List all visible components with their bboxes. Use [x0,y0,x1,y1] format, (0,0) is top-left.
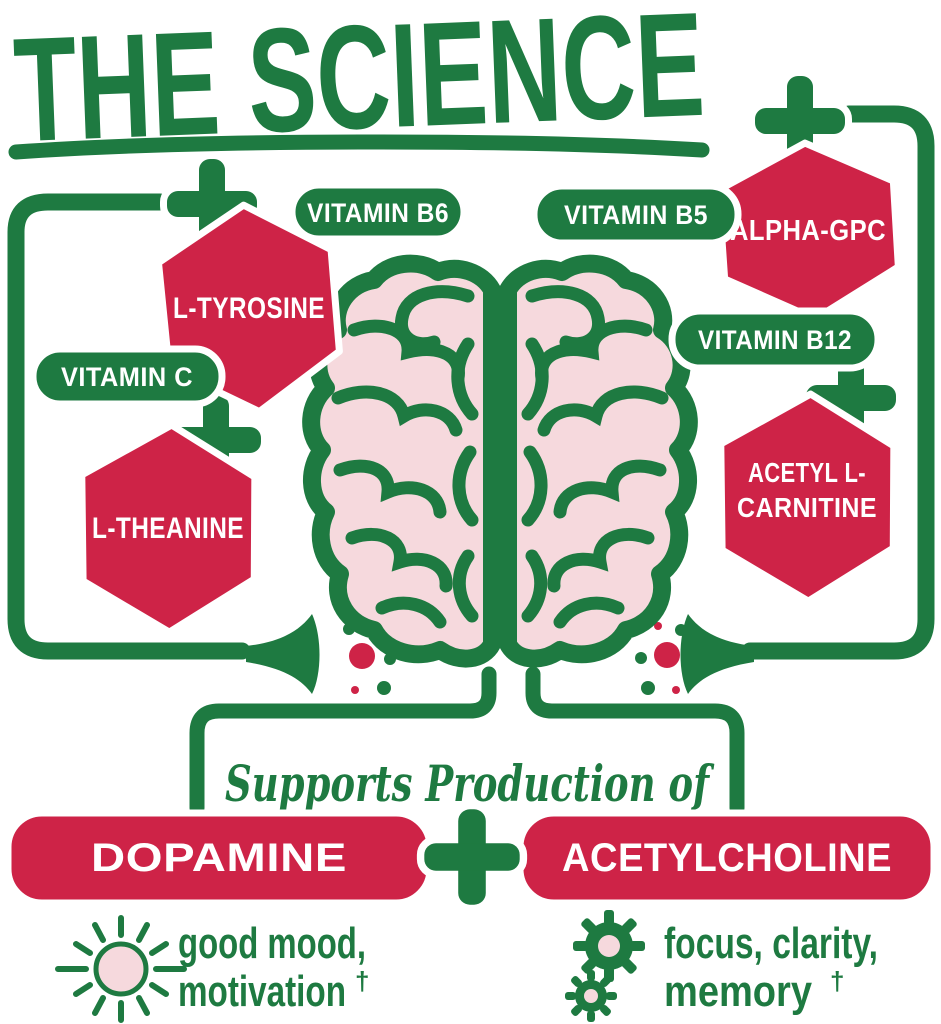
left-synapse-icon [246,614,320,694]
brain-icon [311,264,689,659]
pill-vitamin-b12 [668,307,882,372]
label-acetyl-line2: CARNITINE [737,492,877,523]
pill-vitamin-c [29,345,226,408]
gears-icon [565,910,645,1022]
label-acetyl-line1: ACETYL L- [748,457,866,488]
label-l-theanine: L-THEANINE [92,512,244,545]
left-neurotransmitter-dots [343,621,396,695]
benefit-mood-line1: good mood, [178,919,366,968]
title-underline [8,134,710,160]
bracket-left [189,666,497,816]
label-vitamin-b12: VITAMIN B12 [698,325,852,355]
label-vitamin-b5: VITAMIN B5 [564,200,708,230]
plus-icon-bottom [424,809,519,904]
left-connector-line [7,193,251,660]
label-l-tyrosine: L-TYROSINE [173,292,325,325]
pill-vitamin-b6 [288,181,468,243]
label-dopamine: DOPAMINE [91,836,347,880]
benefit-mood-dagger: † [355,966,369,996]
right-synapse-icon [680,614,754,694]
bracket-right [525,666,745,816]
benefit-mood-line2: motivation [178,967,346,1016]
right-neurotransmitter-dots [635,622,687,695]
label-alpha-gpc: ALPHA-GPC [730,215,886,247]
benefit-focus-dagger: † [830,966,844,996]
label-vitamin-c: VITAMIN C [61,362,193,392]
sun-icon [55,915,187,1023]
benefit-focus-line2: memory [664,967,812,1016]
benefit-focus-line1: focus, clarity, [664,919,878,968]
label-acetylcholine: ACETYLCHOLINE [562,836,892,880]
pill-vitamin-b5 [530,182,742,247]
label-vitamin-b6: VITAMIN B6 [307,198,449,228]
right-connector-line [741,105,935,660]
